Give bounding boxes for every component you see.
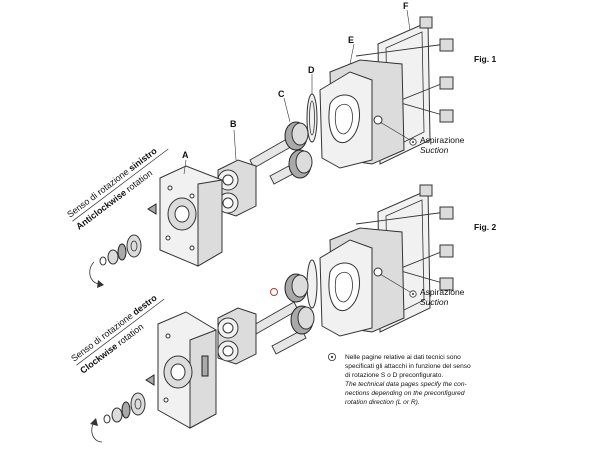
part-label-e: E (348, 35, 354, 45)
part-label-f: F (403, 1, 409, 11)
part-label-a: A (182, 150, 189, 160)
figure-1-assembly: Fig. 1 F E (65, 1, 496, 288)
inlet-callout-fig1: Aspirazione Suction (379, 121, 465, 155)
bushings-fig2 (217, 307, 257, 365)
part-b-bushings: B (217, 119, 257, 217)
pump-body-fig2 (319, 227, 405, 337)
rotation-label-clockwise: Senso di rotazione destro Clockwise rota… (69, 292, 165, 376)
front-flange-fig2 (157, 311, 217, 429)
fig-1-label: Fig. 1 (474, 54, 496, 64)
inlet-label-it-fig2: Aspirazione (420, 287, 465, 297)
inlet-label-it-fig1: Aspirazione (420, 135, 465, 145)
fig-2-label: Fig. 2 (474, 222, 496, 232)
part-d-gasket: D (306, 65, 318, 143)
connection-note: Nelle pagine relative ai dati tecnici so… (327, 352, 471, 406)
part-e-pump-body: E (319, 35, 405, 169)
rotation-label-anticlockwise: Senso di rotazione sinistro Anticlockwis… (65, 145, 169, 232)
inlet-label-en-fig2: Suction (420, 297, 449, 307)
gasket-fig2 (306, 259, 318, 309)
part-label-b: B (230, 119, 237, 129)
note-it-line-2: specificati gli attacchi in funzione del… (345, 363, 471, 370)
seal-kit-anticlockwise (89, 203, 157, 288)
seal-kit-clockwise (90, 374, 155, 443)
gears-shafts-fig2 (251, 273, 315, 355)
part-a-front-flange: A (159, 150, 223, 267)
inlet-label-en-fig1: Suction (420, 145, 449, 155)
note-en-line-3: rotation direction (L or R). (345, 399, 420, 406)
note-en-line-2: nections depending on the preconfigured (345, 390, 465, 397)
inlet-callout-fig2: Aspirazione Suction (379, 273, 465, 307)
part-label-d: D (308, 65, 315, 75)
note-en-line-1: The technical data pages specify the con… (345, 381, 467, 388)
note-it-line-1: Nelle pagine relative ai dati tecnici so… (345, 354, 461, 361)
figure-2-assembly: Fig. 2 Aspirazione Suction (69, 184, 496, 443)
part-c-gears-shafts: C (249, 89, 313, 185)
part-label-c: C (278, 89, 285, 99)
note-it-line-3: di rotazione S o D preconfigurato. (345, 372, 443, 379)
